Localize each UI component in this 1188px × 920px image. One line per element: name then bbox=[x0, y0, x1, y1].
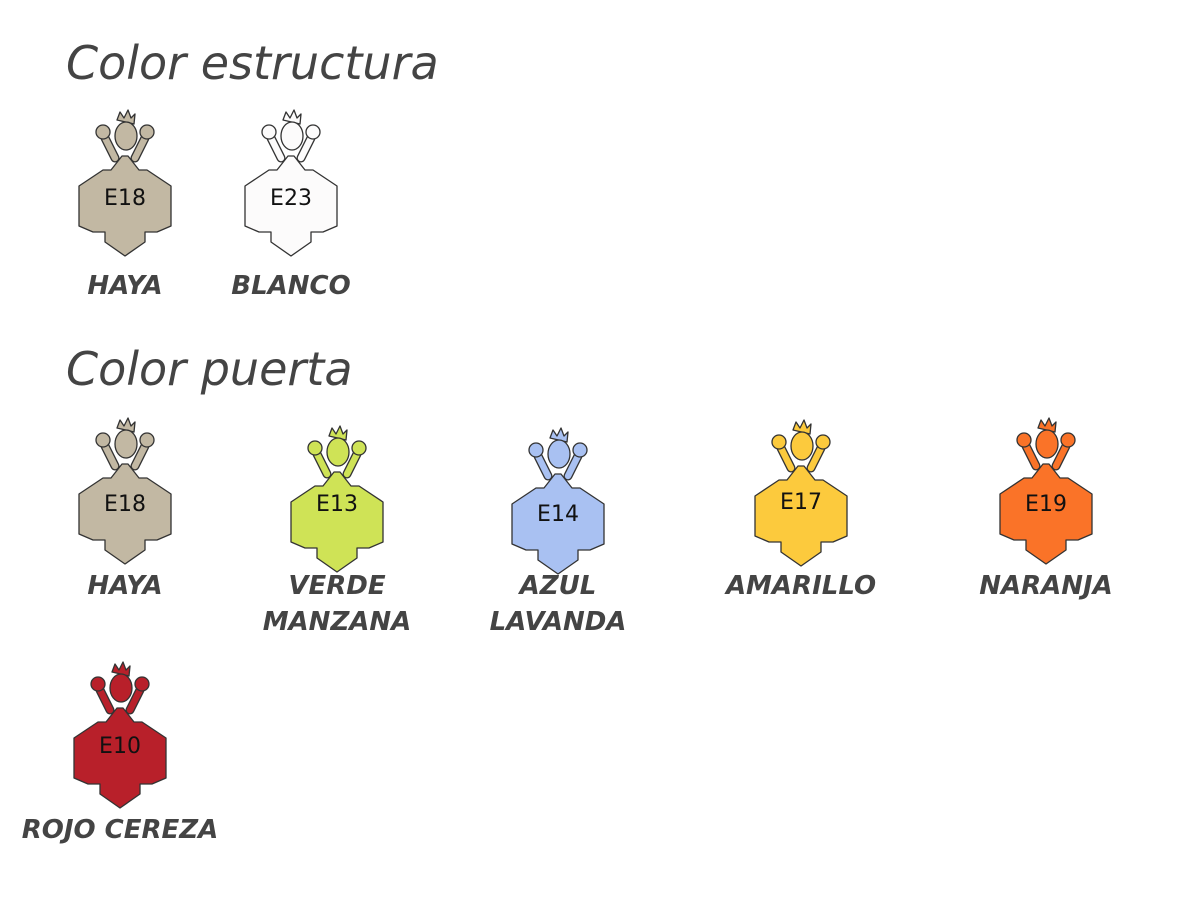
kid-figure-icon: E18 bbox=[73, 109, 177, 257]
estructura-title: Color estructura bbox=[66, 36, 439, 90]
color-name-label: HAYA bbox=[87, 271, 163, 301]
kid-figure-icon: E23 bbox=[239, 109, 343, 257]
color-name-label: NARANJA bbox=[979, 571, 1113, 601]
puerta-title: Color puerta bbox=[66, 342, 353, 396]
color-name-label: AMARILLO bbox=[725, 571, 877, 601]
color-name-label: ROJO CEREZA bbox=[21, 815, 219, 845]
color-code-label: E14 bbox=[537, 502, 579, 527]
color-name-label: VERDE MANZANA bbox=[262, 571, 412, 637]
color-code-label: E23 bbox=[270, 186, 312, 211]
kid-figure-icon: E10 bbox=[68, 661, 172, 809]
kid-figure-icon: E19 bbox=[994, 417, 1098, 565]
kid-figure-icon: E14 bbox=[506, 427, 610, 575]
color-code-label: E10 bbox=[99, 734, 141, 759]
color-code-label: E18 bbox=[104, 492, 146, 517]
color-name-label: AZUL LAVANDA bbox=[489, 571, 627, 637]
color-name-label: HAYA bbox=[87, 571, 163, 601]
color-code-label: E19 bbox=[1025, 492, 1067, 517]
kid-figure-icon: E17 bbox=[749, 419, 853, 567]
color-name-label: BLANCO bbox=[231, 271, 351, 301]
color-code-label: E18 bbox=[104, 186, 146, 211]
kid-figure-icon: E18 bbox=[73, 417, 177, 565]
color-code-label: E13 bbox=[316, 492, 358, 517]
kid-figure-icon: E13 bbox=[285, 425, 389, 573]
color-code-label: E17 bbox=[780, 490, 822, 515]
